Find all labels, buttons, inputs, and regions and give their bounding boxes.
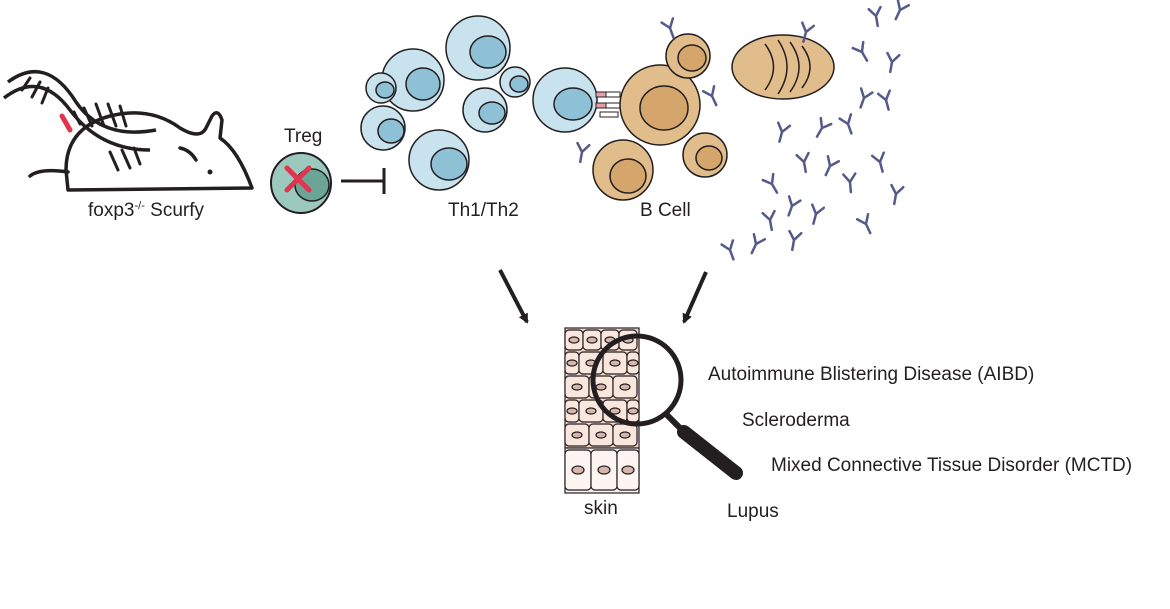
antibody-icon bbox=[876, 89, 891, 111]
antibody-icon bbox=[750, 232, 767, 255]
skin-cell-nucleus bbox=[627, 407, 639, 415]
antibody-icon bbox=[842, 172, 857, 194]
antibody-icon bbox=[890, 183, 905, 206]
skin-cell-nucleus bbox=[609, 359, 621, 367]
x-mark-icon bbox=[284, 165, 312, 193]
antibody-icon bbox=[777, 121, 792, 143]
skin-cell-nucleus bbox=[621, 465, 635, 475]
skin-cell-nucleus bbox=[586, 336, 598, 344]
antibody-icon bbox=[660, 17, 675, 39]
skin-cell-nucleus bbox=[571, 383, 583, 391]
skin-tissue bbox=[564, 327, 640, 494]
antibody-icon bbox=[824, 154, 841, 177]
arrow-left bbox=[498, 269, 529, 324]
mouse-label: foxp3-/- Scurfy bbox=[88, 200, 204, 221]
disease-scleroderma: Scleroderma bbox=[742, 410, 850, 431]
skin-cell-nucleus bbox=[571, 431, 583, 439]
antibody-icon bbox=[788, 229, 803, 252]
disease-mctd: Mixed Connective Tissue Disorder (MCTD) bbox=[771, 455, 1133, 476]
skin-cell-nucleus bbox=[619, 383, 631, 391]
antibody-icon bbox=[701, 84, 718, 107]
antibody-icon bbox=[851, 40, 869, 62]
antibody-icon bbox=[801, 21, 816, 43]
antibody-icon bbox=[886, 51, 901, 74]
antibody-icon bbox=[870, 151, 885, 173]
disease-aibd: Autoimmune Blistering Disease (AIBD) bbox=[708, 364, 1035, 385]
antibody-icon bbox=[867, 5, 882, 28]
antibody-icon bbox=[815, 116, 833, 138]
antibody-icon bbox=[811, 203, 826, 225]
mitochondrion-icon bbox=[731, 34, 835, 100]
skin-cell-nucleus bbox=[619, 431, 631, 439]
skin-cell-nucleus bbox=[568, 336, 580, 344]
skin-cell-nucleus bbox=[566, 359, 578, 367]
antibody-icon bbox=[576, 141, 591, 164]
antibody-icon bbox=[838, 113, 853, 135]
th-label: Th1/Th2 bbox=[448, 200, 519, 221]
antibody-icon bbox=[894, 0, 911, 21]
antibody-icon bbox=[761, 209, 776, 232]
treg-label: Treg bbox=[284, 126, 323, 147]
skin-cell-nucleus bbox=[585, 407, 597, 415]
b-cell-cluster bbox=[592, 33, 728, 201]
inhibition-icon bbox=[341, 168, 386, 194]
skin-cell-nucleus bbox=[595, 383, 607, 391]
antibody-icon bbox=[761, 172, 779, 194]
antibody-icon bbox=[787, 195, 802, 217]
skin-label: skin bbox=[584, 498, 618, 519]
skin-cell-nucleus bbox=[609, 407, 621, 415]
b-cell-label: B Cell bbox=[640, 200, 691, 221]
antibody-icon bbox=[795, 151, 810, 174]
synapse-icon bbox=[595, 91, 621, 118]
antibody-icon bbox=[855, 212, 872, 235]
antibody-icon bbox=[720, 239, 735, 261]
antibody-group bbox=[576, 0, 911, 261]
arrow-right bbox=[682, 271, 708, 324]
antibody-icon bbox=[859, 87, 874, 109]
skin-cell-nucleus bbox=[571, 465, 585, 475]
magnifying-glass-icon bbox=[590, 333, 743, 480]
dna-icon bbox=[2, 70, 157, 172]
skin-cell-nucleus bbox=[627, 359, 639, 367]
skin-cell-nucleus bbox=[566, 407, 578, 415]
treg-cell bbox=[270, 152, 332, 214]
t-cell-cluster bbox=[360, 15, 598, 191]
skin-cell-nucleus bbox=[595, 431, 607, 439]
skin-cell-nucleus bbox=[597, 465, 611, 475]
disease-lupus: Lupus bbox=[727, 501, 779, 522]
